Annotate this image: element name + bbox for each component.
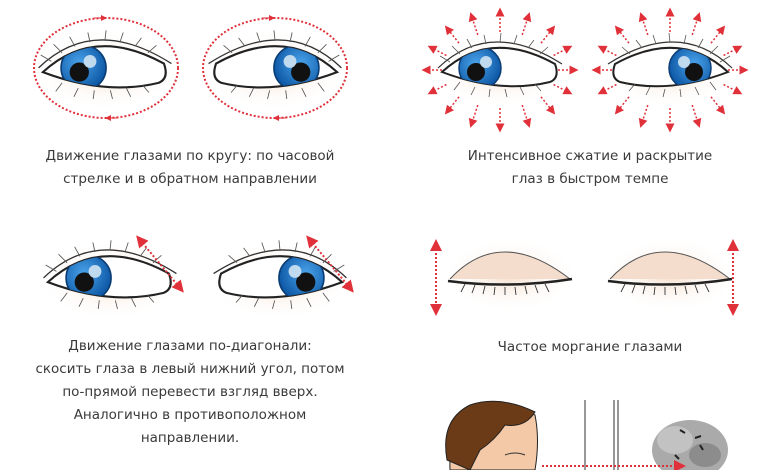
ray-arrow-icon	[614, 25, 630, 44]
caption-blinking: Частое моргание глазами	[420, 336, 760, 359]
caption-line: скосить глаза в левый нижний угол, потом	[35, 361, 345, 377]
left-eye-icon	[37, 239, 183, 320]
ray-arrow-icon	[597, 83, 617, 95]
closed-left-eye-icon	[440, 235, 580, 315]
caption-line: направлении.	[140, 430, 240, 446]
caption-line: по-прямой перевести взгляд вверх.	[62, 384, 318, 400]
ray-arrow-icon	[427, 83, 447, 95]
diagonal-arrow-icon	[136, 235, 184, 293]
radial-arrows-icon	[421, 7, 749, 133]
ray-arrow-icon	[553, 83, 573, 95]
ray-arrow-icon	[614, 96, 630, 115]
ray-arrow-icon	[521, 12, 532, 36]
right-eye-icon	[202, 29, 348, 110]
exercise-focus-distance	[445, 400, 728, 470]
ray-arrow-icon	[468, 12, 479, 36]
ray-arrow-icon	[468, 104, 479, 128]
ray-arrow-icon	[691, 104, 702, 128]
man-head-icon	[445, 400, 538, 470]
left-eye-icon	[32, 29, 178, 110]
ray-arrow-icon	[638, 104, 649, 128]
caption-line: Аналогично в противоположном	[73, 407, 307, 423]
ray-arrow-icon	[691, 12, 702, 36]
left-eye-icon	[432, 32, 568, 108]
ray-arrow-icon	[597, 45, 617, 57]
caption-line: Частое моргание глазами	[497, 339, 683, 355]
ray-arrow-icon	[723, 83, 743, 95]
ray-arrow-icon	[427, 45, 447, 57]
ray-arrow-icon	[444, 25, 460, 44]
caption-line: стрелке и в обратном направлении	[63, 171, 317, 187]
exercise-diagonal-eyes	[37, 235, 354, 320]
caption-line: глаз в быстром темпе	[511, 171, 669, 187]
ray-arrow-icon	[638, 12, 649, 36]
ray-arrow-icon	[723, 45, 743, 57]
closed-right-eye-icon	[600, 235, 740, 315]
ray-arrow-icon	[553, 45, 573, 57]
exercise-circular-eyes	[32, 15, 348, 121]
caption-line: Интенсивное сжатие и раскрытие	[467, 148, 713, 164]
window-frame	[584, 400, 619, 470]
ray-arrow-icon	[540, 25, 556, 44]
caption-line: Движение глазами по-диагонали:	[68, 338, 312, 354]
diagonal-arrow-icon	[306, 235, 354, 293]
ray-arrow-icon	[710, 96, 726, 115]
exercise-blinking-eyes	[430, 235, 740, 316]
ray-arrow-icon	[444, 96, 460, 115]
exercise-squeeze-eyes	[421, 7, 749, 133]
ray-arrow-icon	[521, 104, 532, 128]
right-eye-icon	[602, 32, 738, 108]
ray-arrow-icon	[710, 25, 726, 44]
ray-arrow-icon	[540, 96, 556, 115]
caption-circular: Движение глазами по кругу: по часовой ст…	[20, 145, 360, 191]
caption-squeeze: Интенсивное сжатие и раскрытие глаз в бы…	[420, 145, 760, 191]
caption-line: Движение глазами по кругу: по часовой	[45, 148, 335, 164]
right-eye-icon	[207, 239, 353, 320]
caption-diagonal: Движение глазами по-диагонали: скосить г…	[10, 335, 370, 450]
tree-icon	[652, 420, 728, 470]
